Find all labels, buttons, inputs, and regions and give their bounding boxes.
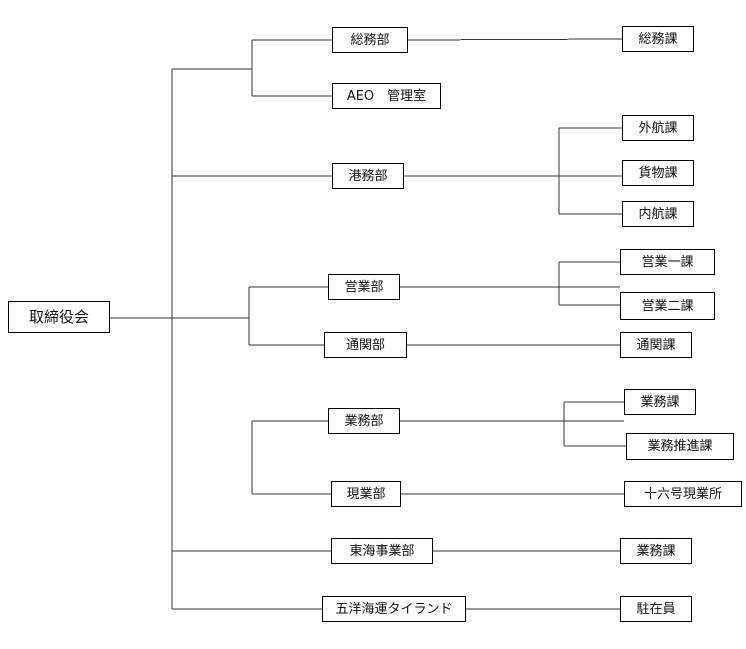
node-aeo-kanrishitsu: AEO 管理室 (332, 83, 441, 109)
node-komubu: 港務部 (332, 163, 404, 189)
node-gyomuka: 業務課 (624, 389, 696, 415)
node-eigyo-nika: 営業二課 (620, 292, 715, 320)
node-somubu: 総務部 (332, 27, 408, 53)
node-kamotsuka: 貨物課 (622, 160, 694, 186)
node-eigyo-ikka: 営業一課 (620, 249, 715, 275)
node-naikoka: 内航課 (622, 201, 694, 227)
node-juroku-genbasho: 十六号現業所 (624, 481, 742, 507)
node-gyomubu: 業務部 (328, 408, 400, 434)
node-genbabu: 現業部 (331, 481, 401, 507)
node-tsukanbu: 通関部 (324, 332, 407, 358)
node-eigyobu: 営業部 (328, 274, 400, 300)
node-torishimariyakukai: 取締役会 (8, 301, 110, 333)
node-somuka: 総務課 (622, 26, 694, 52)
node-chuzaiin: 駐在員 (620, 596, 692, 622)
node-goyo-kaiun-thailand: 五洋海運タイランド (322, 596, 466, 622)
node-gyomu-suishinka: 業務推進課 (626, 433, 734, 460)
node-gaikoka: 外航課 (622, 115, 694, 141)
node-tokai-gyomuka: 業務課 (620, 538, 692, 564)
node-tokai-jigyobu: 東海事業部 (331, 538, 433, 564)
node-tsukanka: 通関課 (620, 332, 692, 358)
